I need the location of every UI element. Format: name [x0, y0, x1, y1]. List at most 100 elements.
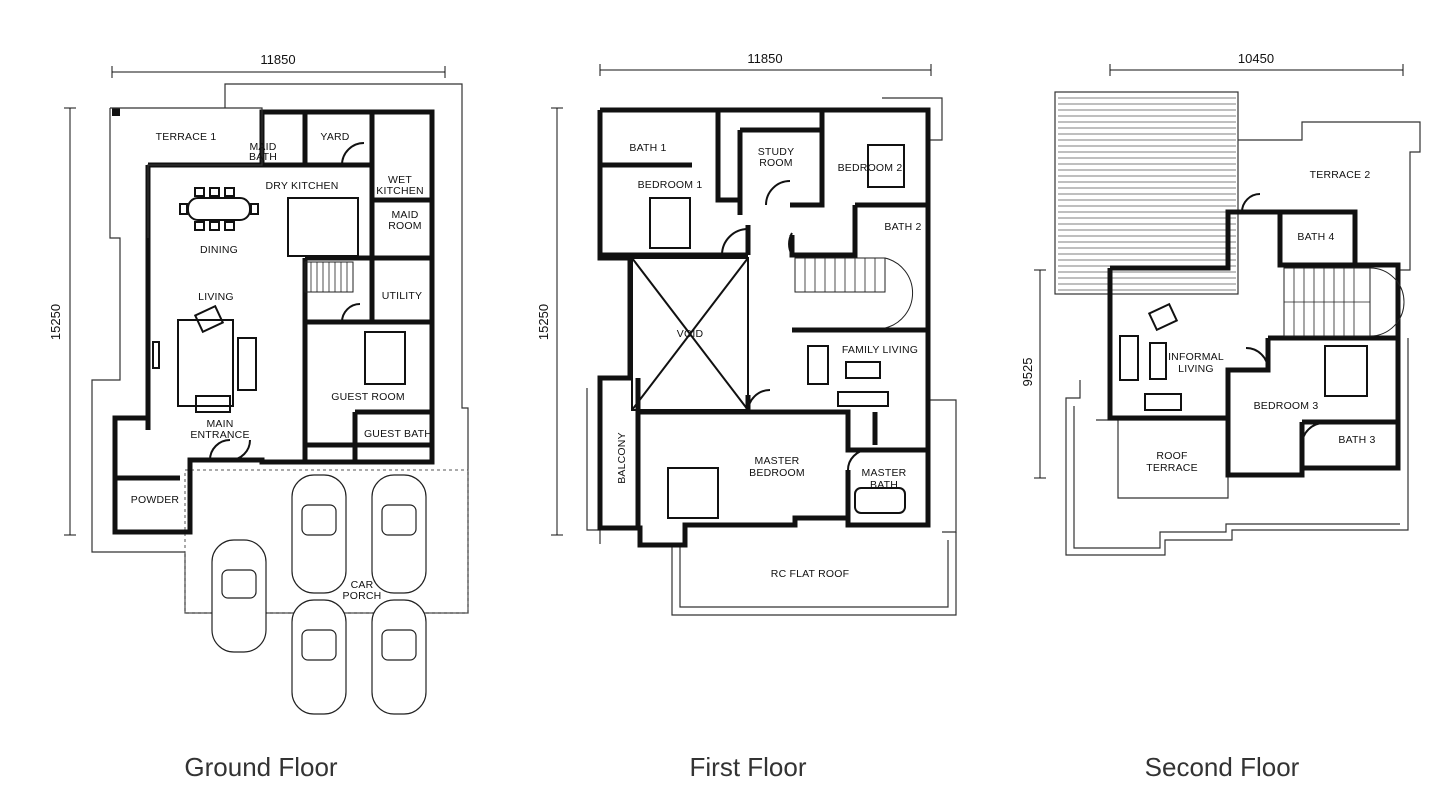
sf-width-dimension: 10450 [1238, 51, 1274, 66]
gf-sofa [237, 337, 257, 391]
gf-kitchen-island [287, 197, 359, 257]
gf-powder-label: POWDER [131, 494, 180, 506]
ff-wall [740, 112, 825, 133]
ff-master-bedroom-label: MASTER [755, 455, 800, 467]
ff-coffee-table [845, 361, 881, 379]
gf-width-dimension: 11850 [260, 52, 295, 67]
gf-column [112, 108, 120, 116]
gf-sofa [195, 395, 231, 413]
gf-car-porch-label: CAR [351, 579, 374, 591]
gf-maid-bath-label: MAID [249, 141, 276, 153]
sf-sofa [1144, 393, 1182, 411]
ff-bedroom2-label: BEDROOM 2 [838, 162, 903, 174]
gf-dining-chairs [179, 187, 259, 231]
gf-terrace-label: TERRACE 1 [156, 131, 217, 143]
ff-door [721, 228, 749, 256]
sf-bedroom3-label: BEDROOM 3 [1254, 400, 1319, 412]
ff-bed-1 [649, 197, 691, 249]
ground-floor-caption: Ground Floor [184, 752, 338, 782]
ff-bath1-label: BATH 1 [629, 142, 666, 154]
ff-door [747, 389, 771, 413]
ff-staircase [794, 257, 914, 329]
sf-roof-terrace-label: ROOF [1156, 450, 1187, 462]
gf-guest-room-label: GUEST ROOM [331, 391, 405, 403]
ff-family-living-label: FAMILY LIVING [842, 344, 918, 356]
gf-main-door [209, 439, 231, 461]
gf-living-label: LIVING [198, 291, 234, 303]
second-floor-plan: 10450 9525 [1020, 51, 1421, 556]
sf-informal-living-label: INFORMAL [1168, 351, 1224, 363]
gf-cars [211, 474, 427, 715]
ff-roof-outline [882, 97, 943, 141]
ground-floor-plan: 11850 15250 [48, 52, 469, 715]
ff-master-bath-label: MASTER [862, 467, 907, 479]
ff-wall [638, 409, 928, 453]
gf-main-door [229, 439, 251, 461]
gf-door [341, 142, 365, 166]
ff-bedroom1-label: BEDROOM 1 [638, 179, 703, 191]
gf-maid-bath-label-2: BATH [249, 151, 277, 163]
ff-study-label-2: ROOM [759, 157, 792, 169]
sf-terrace2-label: TERRACE 2 [1310, 169, 1371, 181]
ff-roof-outline [928, 399, 957, 533]
ff-balcony-label: BALCONY [616, 432, 628, 484]
gf-car-porch-label-2: PORCH [343, 590, 382, 602]
gf-yard-label: YARD [320, 131, 349, 143]
gf-terrace-outline [110, 107, 263, 238]
sf-terrace2-outline [1238, 121, 1421, 271]
ff-master-bedroom-label-2: BEDROOM [749, 467, 805, 479]
sf-wall [1277, 212, 1355, 268]
ff-bed-2 [867, 144, 905, 188]
ff-void [631, 257, 749, 411]
ff-exterior-walls [597, 107, 931, 548]
second-floor-caption: Second Floor [1144, 752, 1300, 782]
gf-wall [262, 112, 375, 168]
ff-height-dimension: 15250 [536, 304, 551, 340]
ff-void-label: VOID [677, 328, 704, 340]
sf-roof-terrace-label-2: TERRACE [1146, 462, 1198, 474]
gf-dry-kitchen-label: DRY KITCHEN [266, 180, 339, 192]
ff-roof-outline [586, 388, 601, 544]
sf-armchair [1147, 302, 1179, 332]
ff-wall [789, 205, 858, 258]
sf-roof-hatch-area [1054, 91, 1239, 295]
gf-living-rug [177, 319, 234, 407]
sf-informal-living-label-2: LIVING [1178, 363, 1214, 375]
ff-bathtub [854, 487, 906, 514]
gf-main-entrance-label: MAIN [206, 418, 233, 430]
gf-dining-label: DINING [200, 244, 238, 256]
gf-wet-kitchen-label: WET [388, 174, 412, 186]
ff-study-label: STUDY [758, 146, 795, 158]
sf-wall [1225, 338, 1271, 418]
sf-bath4-label: BATH 4 [1297, 231, 1334, 243]
sf-door [1301, 422, 1325, 446]
first-floor-caption: First Floor [689, 752, 807, 782]
ff-wall [715, 112, 740, 203]
sf-bed-3 [1324, 345, 1368, 397]
ff-sofa [837, 391, 889, 407]
gf-maid-room-label: MAID [391, 209, 418, 221]
ff-door [788, 232, 793, 256]
ff-sofa [807, 345, 829, 385]
gf-guest-bath-label: GUEST BATH [364, 428, 432, 440]
ff-rc-roof-outline [671, 532, 957, 616]
gf-staircase [304, 261, 354, 293]
sf-door [1245, 347, 1269, 371]
sf-bath3-label: BATH 3 [1338, 434, 1375, 446]
gf-site-outline-left [91, 108, 185, 553]
ff-rc-flat-roof-label: RC FLAT ROOF [771, 568, 849, 580]
ff-bath2-label: BATH 2 [884, 221, 921, 233]
ff-master-bath-label-2: BATH [870, 479, 898, 491]
sf-roof-hatch [1058, 97, 1236, 291]
ff-wall [790, 130, 825, 208]
ff-door [847, 449, 869, 471]
sf-roof-outline-inner [1073, 406, 1400, 549]
gf-wet-kitchen-label-2: KITCHEN [376, 185, 424, 197]
ff-width-dimension: 11850 [747, 51, 782, 66]
gf-tv [152, 341, 160, 369]
sf-coffee-table [1149, 342, 1167, 380]
gf-dining-table [187, 197, 251, 221]
first-floor-plan: 11850 15250 [536, 51, 957, 616]
gf-maid-room-label-2: ROOM [388, 220, 421, 232]
